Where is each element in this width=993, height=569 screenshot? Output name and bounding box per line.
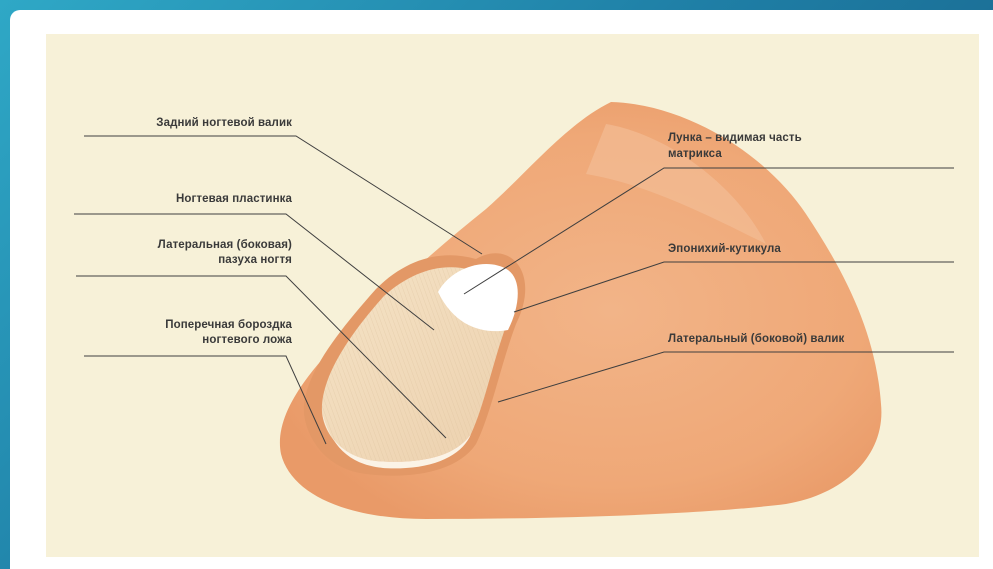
label-lateral-sinus-line1: Латеральная (боковая) xyxy=(94,238,292,253)
label-lateral-fold: Латеральный (боковой) валик xyxy=(668,332,844,347)
label-rear-nail-fold: Задний ногтевой валик xyxy=(94,116,292,131)
label-lunula-line1: Лунка – видимая часть xyxy=(668,131,802,146)
image-frame: Задний ногтевой валик Ногтевая пластинка… xyxy=(10,10,993,569)
finger-illustration xyxy=(46,34,979,557)
label-lateral-sinus-line2: пазуха ногтя xyxy=(94,253,292,268)
label-eponychium: Эпонихий-кутикула xyxy=(668,242,781,257)
nail-anatomy-diagram: Задний ногтевой валик Ногтевая пластинка… xyxy=(46,34,979,557)
label-transverse-groove-line2: ногтевого ложа xyxy=(94,333,292,348)
label-transverse-groove-line1: Поперечная бороздка xyxy=(94,318,292,333)
label-nail-plate: Ногтевая пластинка xyxy=(94,192,292,207)
label-lunula-line2: матрикса xyxy=(668,147,722,162)
